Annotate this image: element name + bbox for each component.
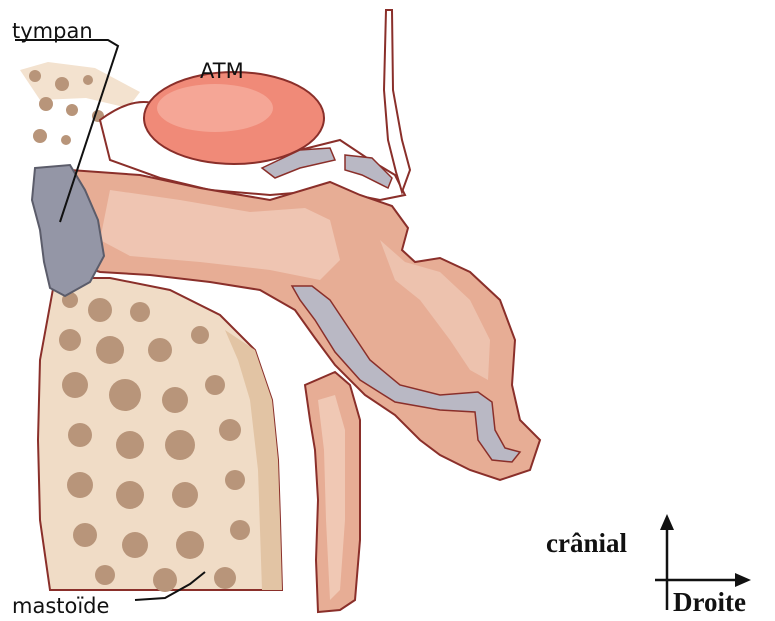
tympan-label: tympan — [12, 19, 93, 43]
right-label: Droite — [673, 587, 746, 617]
cranial-arrow-head — [660, 514, 674, 530]
orientation-axes: crânial Droite — [546, 514, 751, 617]
mastoide-label: mastoïde — [12, 594, 109, 618]
atm-label: ATM — [200, 59, 244, 83]
right-arrow-head — [735, 573, 751, 587]
atm-highlight — [157, 84, 273, 132]
cranial-label: crânial — [546, 528, 627, 558]
upper-right-tube — [384, 10, 410, 192]
